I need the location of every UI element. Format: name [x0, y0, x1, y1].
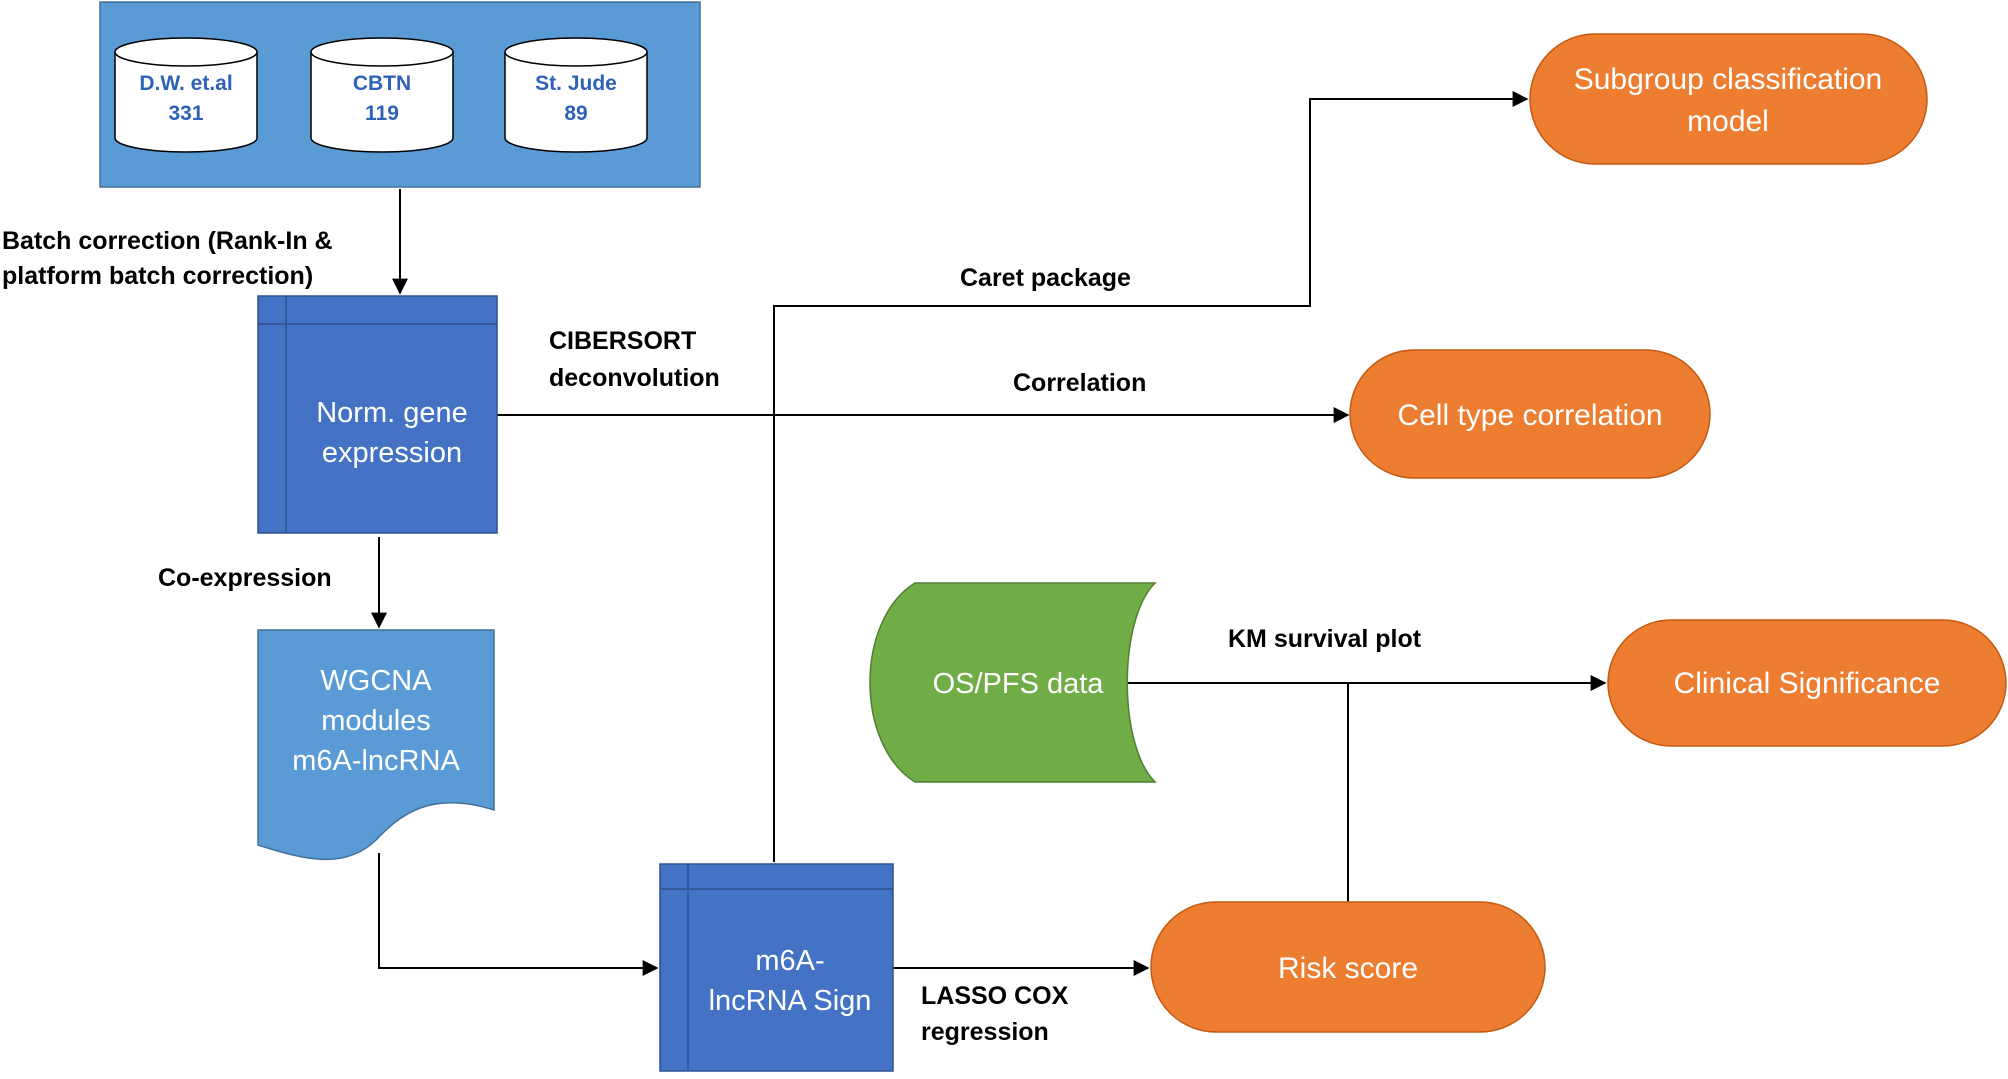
os-pfs-label: OS/PFS data	[933, 668, 1105, 700]
dataset-cylinder-dw: D.W. et.al 331	[114, 37, 258, 153]
wgcna-line1: WGCNA	[320, 665, 432, 697]
wgcna-line2: modules	[321, 705, 431, 737]
clinical-label: Clinical Significance	[1674, 667, 1941, 700]
dataset-name-dw: D.W. et.al	[139, 72, 232, 95]
correlation-label: Correlation	[1013, 369, 1146, 397]
edge-labels: Batch correction (Rank-In & platform bat…	[2, 227, 1422, 1046]
arrow-wgcna-to-sign	[378, 853, 659, 976]
batch-label-line2: platform batch correction)	[2, 262, 313, 290]
dataset-panel: D.W. et.al 331 CBTN 119 St. Jude 89	[99, 1, 701, 188]
sign-line1: m6A-	[755, 945, 824, 977]
norm-box-line1: Norm. gene	[316, 397, 468, 429]
batch-label-line1: Batch correction (Rank-In &	[2, 227, 333, 255]
m6a-lncrna-sign-box: m6A- lncRNA Sign	[659, 863, 894, 1072]
arrow-sign-to-subgroup	[773, 91, 1529, 862]
dataset-name-cbtn: CBTN	[353, 72, 411, 95]
norm-box-line2: expression	[322, 437, 462, 469]
wgcna-line3: m6A-lncRNA	[292, 745, 460, 777]
connectors	[371, 91, 1607, 976]
dataset-cylinder-stjude: St. Jude 89	[504, 37, 648, 153]
sign-line2: lncRNA Sign	[709, 985, 872, 1017]
subgroup-line2: model	[1687, 105, 1769, 138]
risk-score-pill: Risk score	[1150, 901, 1546, 1033]
lasso-label-line2: regression	[921, 1018, 1049, 1046]
coexpression-label: Co-expression	[158, 564, 332, 592]
subgroup-line1: Subgroup classification	[1574, 63, 1883, 96]
norm-gene-expression-box: Norm. gene expression	[257, 295, 498, 534]
dataset-name-stjude: St. Jude	[535, 72, 617, 95]
clinical-significance-pill: Clinical Significance	[1607, 619, 2007, 747]
cell-type-label: Cell type correlation	[1397, 399, 1662, 432]
dataset-cylinder-cbtn: CBTN 119	[310, 37, 454, 153]
dataset-count-stjude: 89	[564, 102, 587, 125]
os-pfs-data-store: OS/PFS data	[869, 582, 1157, 783]
cibersort-label-line2: deconvolution	[549, 364, 720, 392]
cell-type-correlation-pill: Cell type correlation	[1349, 349, 1711, 479]
subgroup-classification-pill: Subgroup classification model	[1529, 33, 1928, 165]
wgcna-document: WGCNA modules m6A-lncRNA	[257, 629, 495, 861]
caret-label: Caret package	[960, 264, 1131, 292]
risk-label: Risk score	[1278, 952, 1418, 985]
dataset-count-dw: 331	[168, 102, 203, 125]
cibersort-label-line1: CIBERSORT	[549, 327, 696, 355]
dataset-count-cbtn: 119	[365, 102, 399, 125]
km-label: KM survival plot	[1228, 625, 1422, 653]
lasso-label-line1: LASSO COX	[921, 982, 1069, 1010]
